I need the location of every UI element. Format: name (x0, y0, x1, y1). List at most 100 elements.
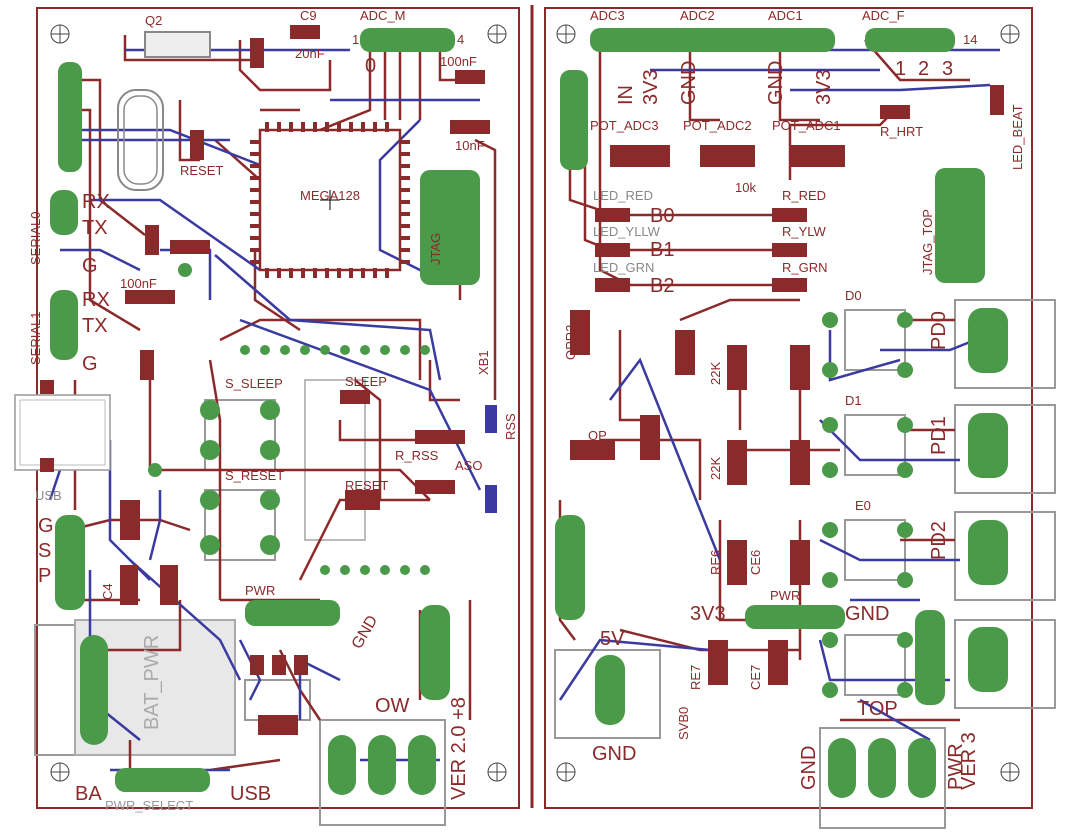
rx-label: RX (82, 191, 110, 213)
hundred-nf2: 100nF (120, 276, 157, 291)
ow-label: OW (375, 695, 410, 717)
usb-label: USB (35, 488, 62, 503)
22k2-label: 22K (708, 457, 723, 480)
r-grn-label: R_GRN (782, 260, 828, 275)
v33-label: 3V3 (640, 69, 662, 105)
pot-adc2-label: POT_ADC2 (683, 118, 752, 133)
s-sleep-label: S_SLEEP (225, 376, 283, 391)
rss-label: RSS (503, 413, 518, 440)
gnd4-label: GND (592, 743, 636, 765)
op-label: OP (588, 428, 607, 443)
e0-label: E0 (855, 498, 871, 513)
ten-nf-label: 10nF (455, 138, 485, 153)
zero-label: 0 (365, 55, 376, 77)
right-blue-traces (558, 48, 1001, 742)
labels-left: Q2 C9 20nF ADC_M 1 4 0 100nF RESET MEGA1… (28, 8, 518, 813)
th-pads-right (555, 28, 1008, 798)
gnd2-label-r: GND (765, 61, 787, 105)
r-hrt-label: R_HRT (880, 124, 923, 139)
pd0-label: PD0 (928, 311, 950, 350)
ce6-label: CE6 (748, 550, 763, 575)
g-label: G (82, 255, 98, 277)
sleep-label: SLEEP (345, 374, 387, 389)
pwr-select-label: PWR_SELECT (105, 798, 193, 813)
top-label: TOP (857, 698, 898, 720)
pwr-label-r: PWR (770, 588, 800, 603)
gnd3-label: GND (845, 603, 889, 625)
jtag-label: JTAG (428, 233, 443, 265)
ba-label: BA (75, 783, 102, 805)
reset-lbl: RESET (345, 478, 388, 493)
v33c-label: 3V3 (690, 603, 726, 625)
two-label: 2 (918, 58, 929, 80)
board-right-outline (544, 7, 1033, 809)
crystal-q1 (117, 89, 164, 191)
b2-label: B2 (650, 275, 674, 297)
adc-f-label: ADC_F (862, 8, 905, 23)
three-label: 3 (942, 58, 953, 80)
led-yllw-label: LED_YLLW (593, 224, 661, 239)
th-pads-left (50, 28, 480, 795)
one-label: 1 (895, 58, 906, 80)
tx2-label: TX (82, 315, 108, 337)
led-red-label: LED_RED (593, 188, 653, 203)
gnd-label-r: GND (678, 61, 700, 105)
left-blue-traces (48, 48, 482, 772)
r-ylw-label: R_YLW (782, 224, 827, 239)
xb1-label: XB1 (476, 350, 491, 375)
g3-label: G (38, 515, 54, 537)
rx2-label: RX (82, 289, 110, 311)
usb2-label: USB (230, 783, 271, 805)
adc-m-pin4: 4 (457, 32, 464, 47)
pot-adc3-label: POT_ADC3 (590, 118, 659, 133)
labels-right: ADC3 ADC2 ADC1 ADC_F 14 IN 3V3 GND GND 3… (563, 8, 1025, 790)
right-component-outlines (554, 299, 1056, 829)
pwr2-label: PWR (945, 743, 967, 790)
adc-f-pin4: 14 (963, 32, 977, 47)
in-label: IN (615, 85, 637, 105)
d0-label: D0 (845, 288, 862, 303)
tx-label: TX (82, 217, 108, 239)
pd1-label: PD1 (928, 416, 950, 455)
b1-label: B1 (650, 239, 674, 261)
p-label: P (38, 565, 51, 587)
c4-label: C4 (100, 583, 115, 600)
g2-label: G (82, 353, 98, 375)
ten-k-label: 10k (735, 180, 756, 195)
q2-body (144, 31, 211, 58)
d1-label: D1 (845, 393, 862, 408)
v5-label: 5V (600, 628, 625, 650)
adc2-label: ADC2 (680, 8, 715, 23)
aso-label: ASO (455, 458, 482, 473)
adc-m-label: ADC_M (360, 8, 406, 23)
ver-r-label: VER 3 (958, 732, 980, 790)
s-label: S (38, 540, 51, 562)
s-reset-label: S_RESET (225, 468, 284, 483)
adc-m-pin1: 1 (352, 32, 359, 47)
v33b-label: 3V3 (813, 69, 835, 105)
rss-aso-pads (485, 405, 497, 513)
pwr-label: PWR (245, 583, 275, 598)
ce7-label: CE7 (748, 665, 763, 690)
re7-label: RE7 (688, 665, 703, 690)
mounting-holes (50, 24, 1020, 782)
atmega-chip (250, 122, 410, 278)
b0-label: B0 (650, 205, 674, 227)
c9-label: C9 (300, 8, 317, 23)
jtag-top-label: JTAG_TOP (920, 209, 935, 275)
re6-label: RE6 (708, 550, 723, 575)
bat-pwr-label: BAT_PWR (141, 635, 163, 730)
ver-label: VER 2.0 +8 (448, 697, 470, 800)
atmega-label: MEGA128 (300, 188, 360, 203)
adc3-label: ADC3 (590, 8, 625, 23)
usb-connector (14, 380, 111, 472)
adc1-label: ADC1 (768, 8, 803, 23)
led-grn-label: LED_GRN (593, 260, 654, 275)
pd2-label: PD2 (928, 521, 950, 560)
serial1-label: SERIAL1 (28, 312, 43, 365)
smd-components (120, 25, 1004, 735)
reset-label: RESET (180, 163, 223, 178)
22k-label: 22K (708, 362, 723, 385)
gnd5-label: GND (798, 746, 820, 790)
